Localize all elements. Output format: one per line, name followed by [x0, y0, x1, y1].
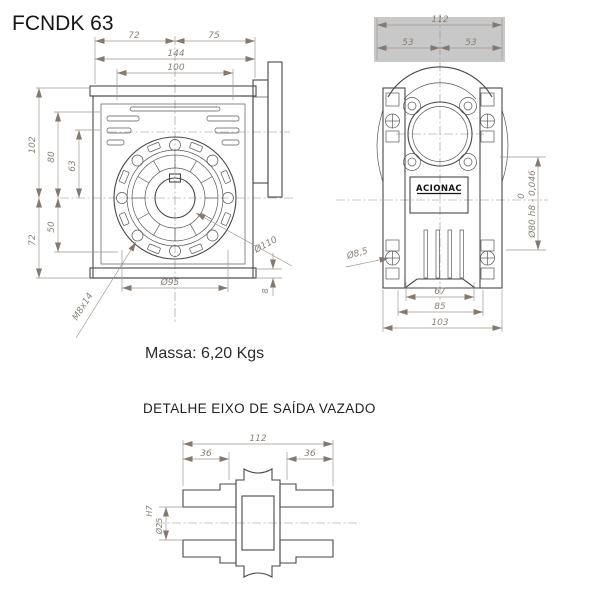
flange-bolt-holes — [116, 139, 234, 257]
keyway — [168, 173, 182, 183]
mass-label: Massa: 6,20 Kgs — [145, 345, 264, 362]
dim-36-left: 36 — [200, 449, 212, 459]
dim-36-right: 36 — [304, 449, 316, 459]
input-neck — [252, 79, 269, 184]
dim-hole-8-5: Ø8,5 — [345, 245, 370, 262]
dim-80: 80 — [47, 151, 57, 163]
wheel-hub-section — [235, 468, 281, 578]
left-bulge — [376, 109, 384, 183]
motor-flange-plate — [267, 61, 283, 198]
input-bore — [407, 101, 473, 167]
hollow-bore — [154, 177, 196, 219]
housing-face — [100, 103, 246, 265]
vent-slot — [129, 106, 221, 112]
shaft-section-right-bottom — [279, 539, 334, 564]
output-flange-outer — [113, 136, 237, 260]
dim-112-side: 112 — [431, 15, 448, 25]
dim-85: 85 — [434, 302, 446, 312]
dim-103: 103 — [431, 318, 448, 328]
detail-drawing: 112 36 36 H7 Ø25 — [145, 434, 360, 578]
input-flange-bolt-holes — [403, 97, 477, 171]
dim-67: 67 — [434, 287, 446, 297]
vent-slot — [106, 139, 125, 146]
flange-scallop-slots — [119, 142, 231, 254]
dim-bolt-circle-95: Ø95 — [160, 277, 180, 288]
nameplate — [409, 176, 469, 214]
shaft-section-left-top — [182, 483, 237, 508]
base-chamfer — [404, 278, 476, 289]
dim-53-left: 53 — [402, 38, 414, 48]
shaft-section-right-top — [279, 483, 334, 508]
dim-flange-dia-110: Ø110 — [252, 234, 280, 256]
hub-bore-window — [241, 495, 275, 551]
side-view-dimensions: 112 53 53 67 85 103 0 Ø80 h8 - 0,046 Ø8,… — [345, 15, 546, 332]
dim-spigot-80h8: Ø80 h8 - 0,046 — [527, 170, 538, 239]
page-title: FCNDK 63 — [12, 12, 114, 35]
vent-slot — [106, 127, 132, 134]
vent-slot — [206, 115, 240, 122]
shaft-section-left-bottom — [182, 539, 237, 564]
dim-112-detail: 112 — [249, 434, 266, 444]
input-bore-inner — [412, 106, 468, 162]
dim-tolerance-upper: 0 — [517, 193, 527, 199]
hub-spokes — [132, 155, 218, 241]
flange-ring — [126, 149, 224, 247]
right-bulge — [501, 109, 509, 183]
front-view-drawing — [60, 36, 294, 322]
dim-bore-25: Ø25 — [154, 518, 164, 535]
top-flange-plate — [89, 85, 257, 97]
dim-100: 100 — [167, 63, 184, 73]
vent-slot — [214, 127, 240, 134]
dim-72-left: 72 — [28, 234, 38, 246]
brand-logo: ACIONAC — [416, 184, 462, 194]
vent-slot — [221, 139, 240, 146]
vent-slot — [106, 115, 140, 122]
worm-housing-arc — [387, 66, 493, 98]
dim-144: 144 — [167, 49, 184, 59]
cooling-fins — [423, 229, 464, 279]
dim-53-right: 53 — [465, 38, 477, 48]
dim-63: 63 — [68, 160, 78, 172]
dim-75-top: 75 — [208, 31, 220, 41]
detail-heading: DETALHE EIXO DE SAÍDA VAZADO — [143, 401, 376, 416]
worm-housing-arc-inner — [403, 82, 477, 100]
bottom-flange-plate — [89, 267, 257, 279]
dim-72-top: 72 — [128, 31, 140, 41]
housing-body — [92, 95, 254, 279]
dim-102: 102 — [28, 136, 38, 153]
dim-8-offset: 8 — [261, 288, 270, 293]
dim-50: 50 — [47, 221, 57, 233]
dim-thread-m8x14: M8x14 — [71, 291, 96, 322]
dim-bore-tolerance-h7: H7 — [145, 505, 154, 517]
